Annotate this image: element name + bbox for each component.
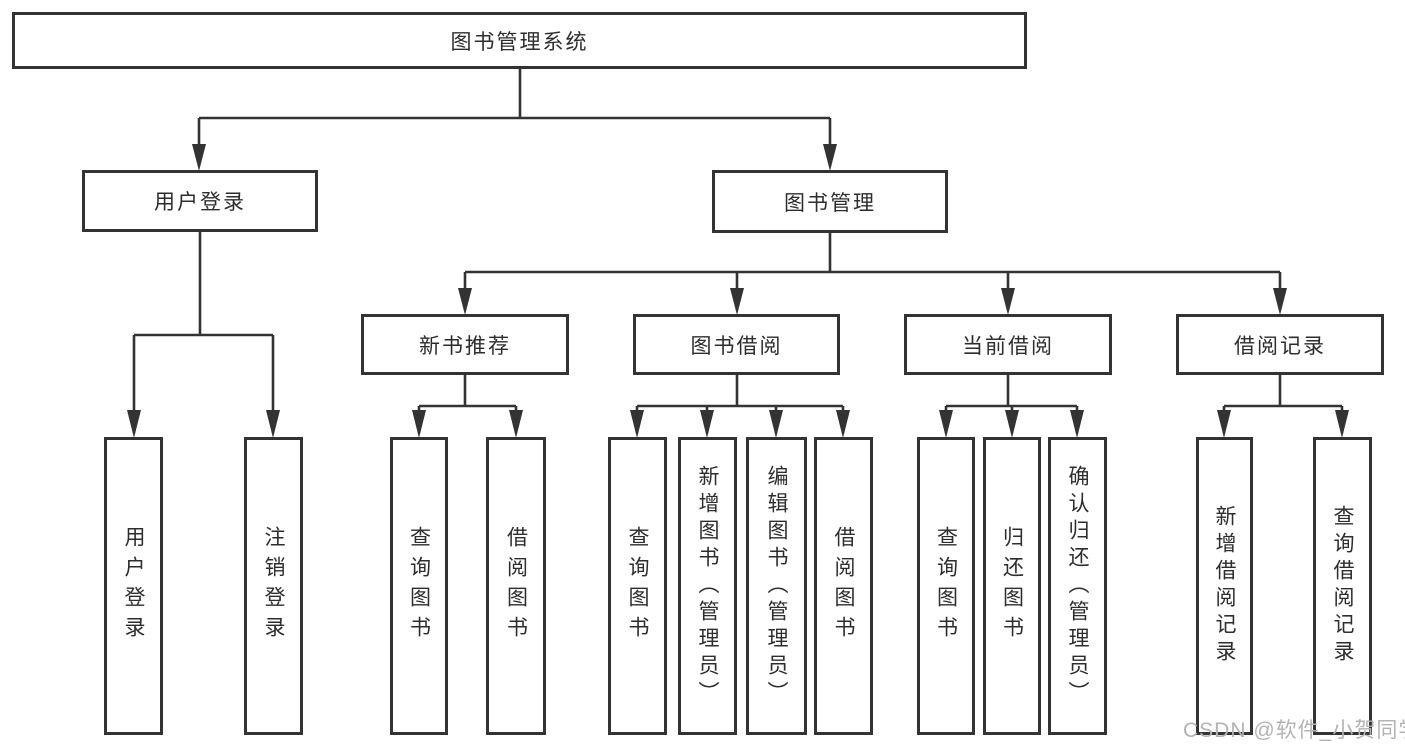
node-user-login-module-label: 用户登录	[154, 191, 246, 214]
node-add-borrow-record-label: 新增借阅记录	[1213, 505, 1236, 667]
node-return-books: 归还图书	[983, 437, 1041, 735]
node-query-books-borrow-label: 查询图书	[626, 526, 649, 646]
node-confirm-return-admin: 确认归还（管理员）	[1048, 437, 1107, 735]
node-edit-books-admin-label: 编辑图书（管理员）	[765, 464, 788, 708]
node-new-book-recommendation: 新书推荐	[361, 314, 569, 375]
arrowhead-icons	[127, 144, 1349, 438]
node-user-login-leaf: 用户登录	[104, 437, 163, 735]
node-user-login-leaf-label: 用户登录	[122, 526, 145, 646]
edge-lines	[132, 68, 1344, 433]
node-add-books-admin-label: 新增图书（管理员）	[696, 464, 719, 708]
node-query-borrow-record-label: 查询借阅记录	[1331, 505, 1354, 667]
node-borrow-books-recommend: 借阅图书	[486, 437, 546, 735]
node-root-system: 图书管理系统	[12, 12, 1027, 69]
csdn-watermark: CSDN @软件_小贺同学	[1183, 719, 1405, 742]
node-confirm-return-admin-label: 确认归还（管理员）	[1066, 464, 1089, 708]
node-root-system-label: 图书管理系统	[450, 30, 589, 54]
node-query-borrow-record: 查询借阅记录	[1313, 437, 1372, 735]
node-borrowing-records: 借阅记录	[1176, 314, 1384, 375]
node-query-books-borrow: 查询图书	[608, 437, 667, 735]
node-current-borrowing: 当前借阅	[904, 314, 1112, 375]
node-book-borrowing-label: 图书借阅	[690, 334, 783, 358]
node-query-books-current: 查询图书	[917, 437, 975, 735]
node-book-management-module: 图书管理	[712, 170, 948, 233]
node-borrowing-records-label: 借阅记录	[1234, 334, 1326, 358]
node-add-borrow-record: 新增借阅记录	[1196, 437, 1253, 735]
node-user-login-module: 用户登录	[82, 170, 318, 232]
node-book-borrowing: 图书借阅	[633, 314, 840, 375]
node-add-books-admin: 新增图书（管理员）	[678, 437, 737, 735]
node-logout-leaf-label: 注销登录	[262, 526, 285, 646]
node-edit-books-admin: 编辑图书（管理员）	[746, 437, 807, 735]
node-return-books-label: 归还图书	[1000, 526, 1024, 646]
node-borrow-books-leaf-label: 借阅图书	[832, 526, 855, 646]
node-query-books-recommend: 查询图书	[390, 437, 448, 735]
node-query-books-recommend-label: 查询图书	[407, 526, 431, 646]
node-query-books-current-label: 查询图书	[934, 526, 958, 646]
node-logout-leaf: 注销登录	[244, 437, 303, 735]
node-current-borrowing-label: 当前借阅	[962, 334, 1054, 358]
node-book-management-module-label: 图书管理	[784, 191, 876, 215]
node-borrow-books-recommend-label: 借阅图书	[504, 526, 528, 646]
node-borrow-books-leaf: 借阅图书	[814, 437, 873, 735]
node-new-book-recommendation-label: 新书推荐	[419, 334, 511, 358]
